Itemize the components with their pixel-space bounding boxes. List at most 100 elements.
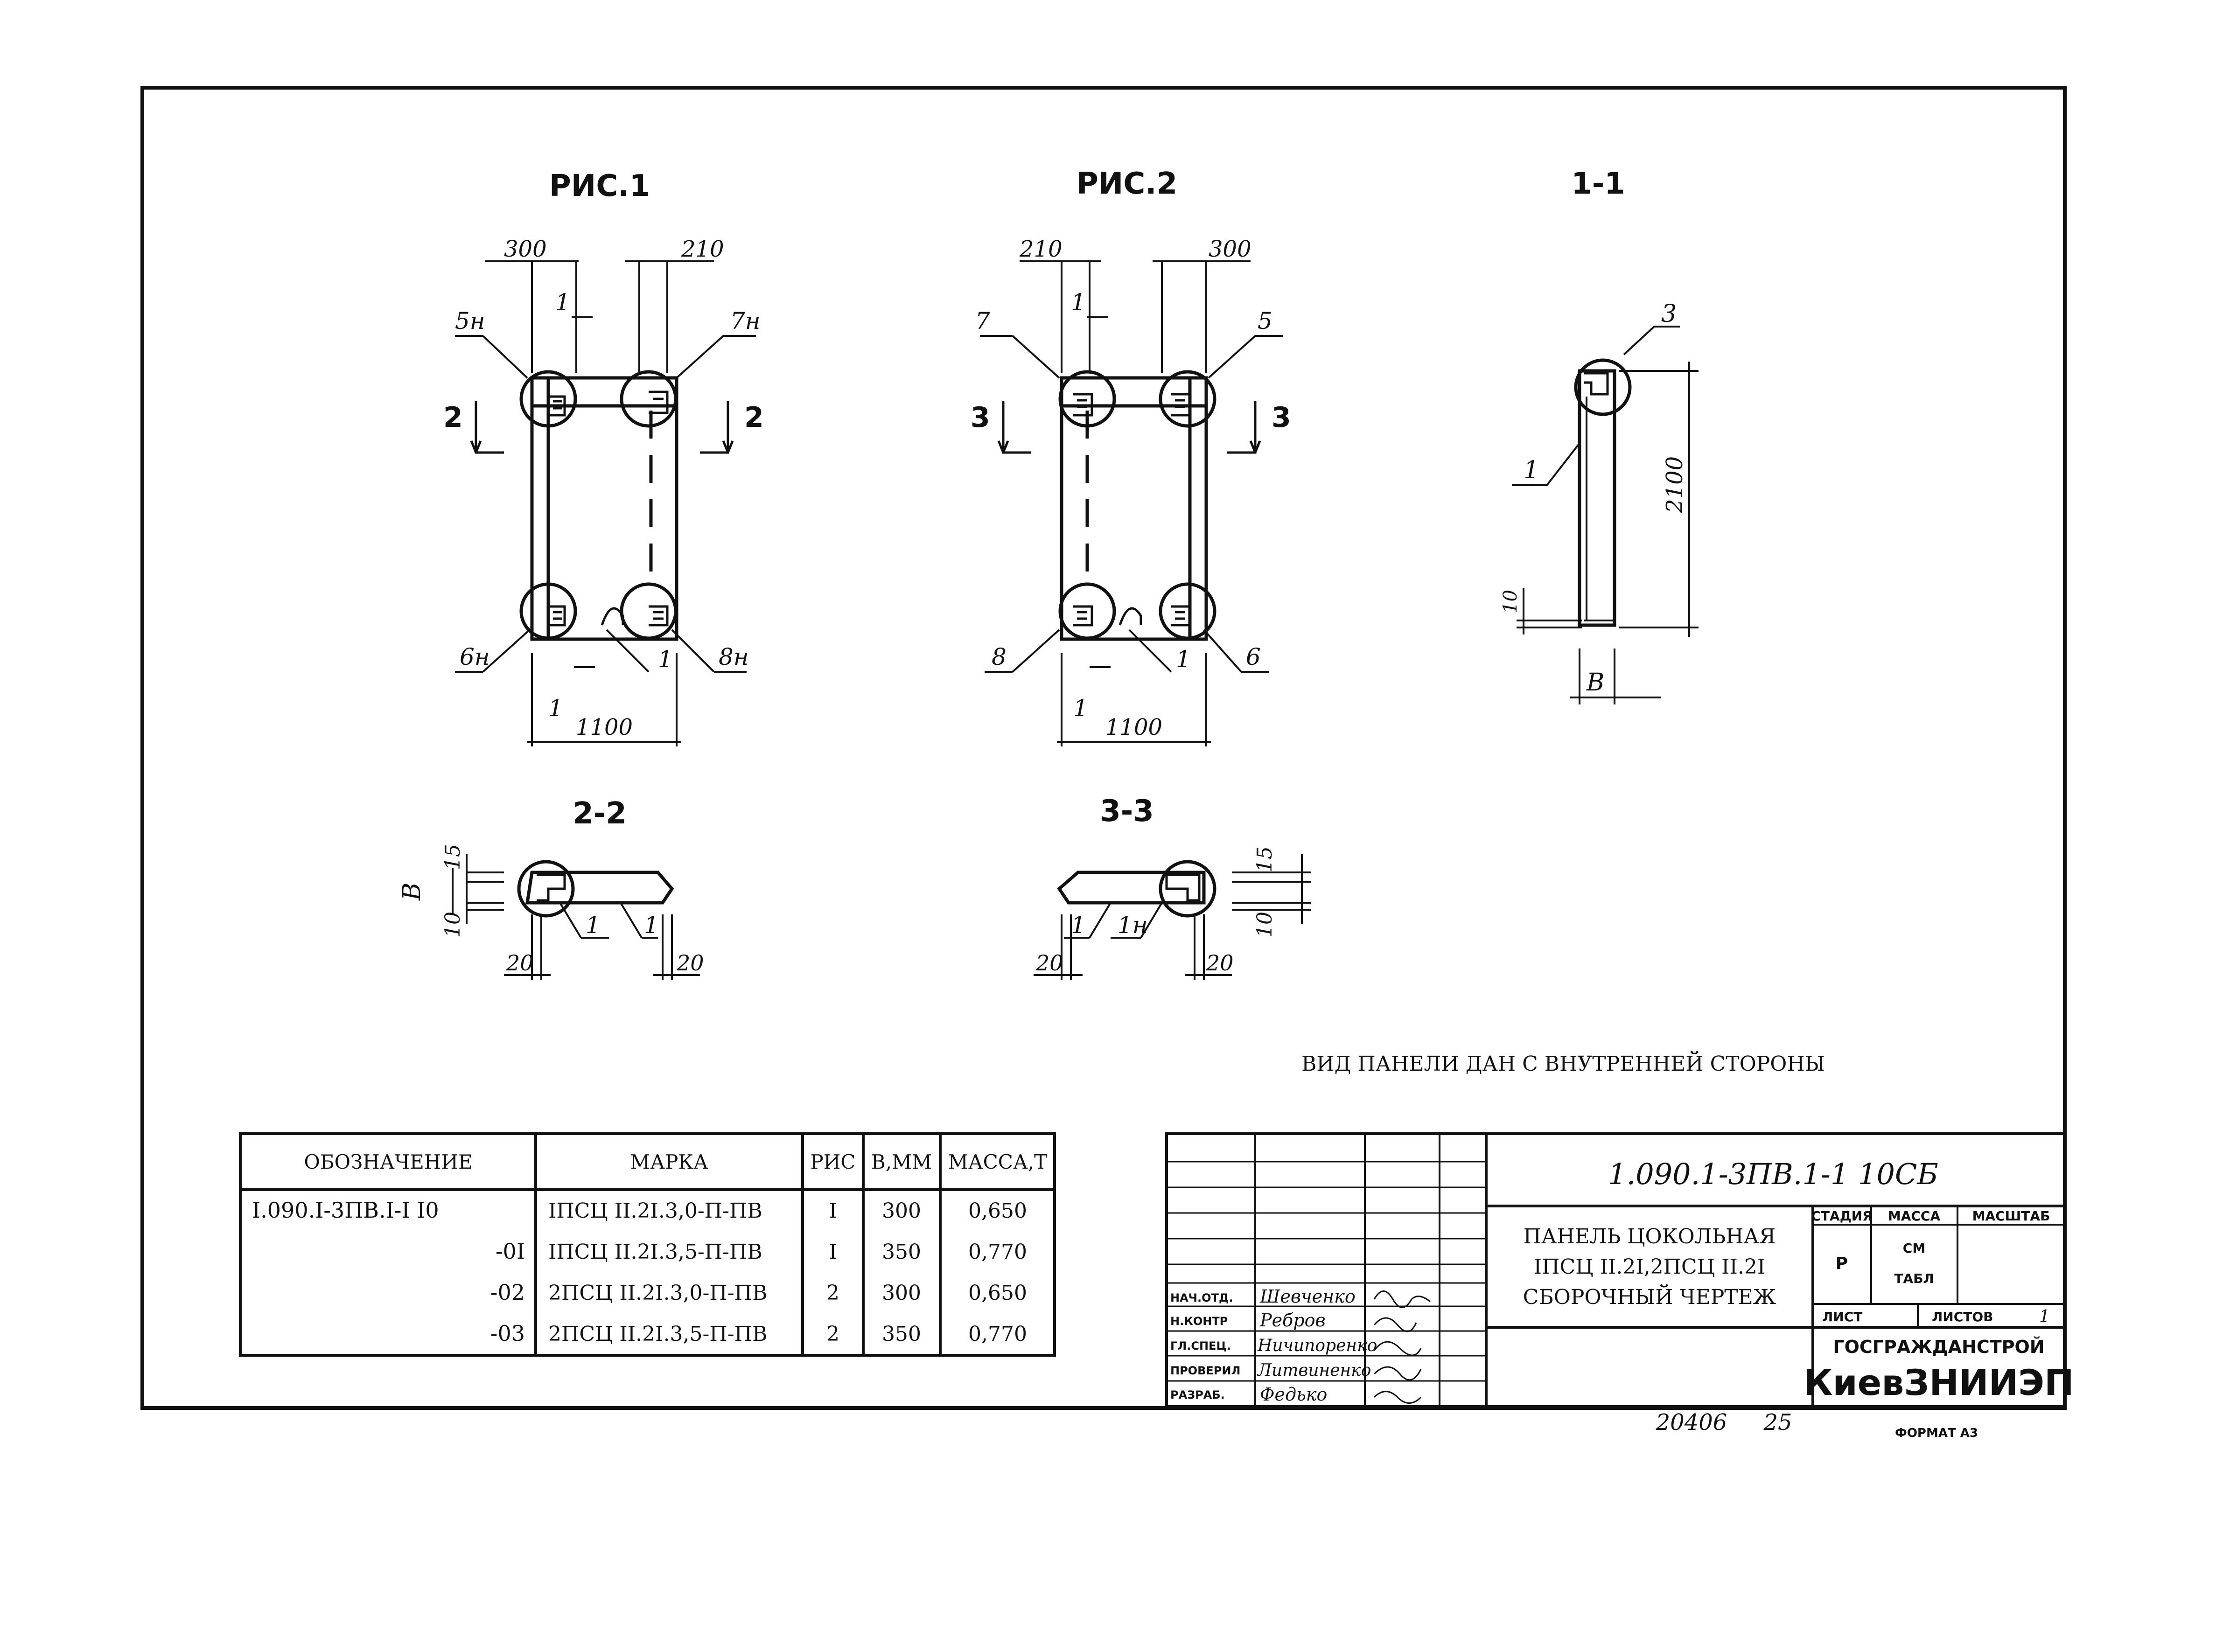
fig1-section-left: 2 bbox=[443, 401, 463, 434]
fig1-callout-tr: 7н bbox=[730, 307, 761, 335]
sec33-dim-t10: 10 bbox=[1253, 912, 1277, 938]
footer-format: ФОРМАТ А3 bbox=[1895, 1426, 1978, 1440]
spec-header-designation: ОБОЗНАЧЕНИЕ bbox=[304, 1150, 472, 1173]
sec22-dim-t10: 10 bbox=[441, 912, 465, 938]
spec-header-mark: МАРКА bbox=[630, 1150, 708, 1173]
spec-row-2-designation: -0I bbox=[496, 1239, 525, 1264]
role-1: НАЧ.ОТД. bbox=[1170, 1291, 1233, 1304]
spec-header-b: В,ММ bbox=[871, 1150, 932, 1173]
fig2-section-right: 3 bbox=[1272, 401, 1291, 434]
fig2-callout-tr: 5 bbox=[1258, 307, 1272, 335]
spec-row-2-fig: I bbox=[829, 1240, 837, 1264]
spec-row-3-mass: 0,650 bbox=[968, 1281, 1027, 1305]
spec-row-4-mass: 0,770 bbox=[968, 1322, 1027, 1346]
fig2-dim-right-top: 300 bbox=[1209, 236, 1251, 262]
section-2-2: 2-2 В 15 10 20 20 1 1 bbox=[398, 796, 704, 980]
mass-header: МАССА bbox=[1888, 1208, 1941, 1224]
fig1-dim-right-top: 210 bbox=[681, 236, 724, 262]
name-3: Ничипоренко bbox=[1257, 1336, 1377, 1355]
sec11-dim-bottom: 10 bbox=[1500, 590, 1521, 613]
sheets-value: 1 bbox=[2039, 1307, 2050, 1326]
fig1-callout-tl: 5н bbox=[455, 307, 485, 335]
sec33-dim-left20: 20 bbox=[1035, 950, 1063, 976]
spec-row-1-mass: 0,650 bbox=[968, 1199, 1027, 1223]
name-1: Шевченко bbox=[1259, 1286, 1356, 1307]
stage-header: СТАДИЯ bbox=[1811, 1208, 1872, 1224]
spec-row-1-fig: I bbox=[829, 1199, 837, 1223]
drawing-code: 1.090.1-3ПВ.1-1 10СБ bbox=[1608, 1157, 1938, 1191]
spec-row-3-b: 300 bbox=[882, 1281, 921, 1305]
sec33-callout-a: 1 bbox=[1071, 912, 1086, 939]
role-5: РАЗРАБ. bbox=[1170, 1388, 1225, 1401]
sec33-dim-right20: 20 bbox=[1206, 950, 1234, 976]
stage-value: Р bbox=[1836, 1254, 1848, 1273]
section-1-1: 1-1 3 1 2100 10 В bbox=[1500, 167, 1699, 704]
spec-row-3-fig: 2 bbox=[826, 1281, 839, 1305]
sheet-label: ЛИСТ bbox=[1822, 1309, 1862, 1324]
org-line-1: ГОСГРАЖДАНСТРОЙ bbox=[1833, 1337, 2044, 1357]
fig1-dim-left-top: 300 bbox=[504, 236, 547, 262]
title-block: 1.090.1-3ПВ.1-1 10СБ ПАНЕЛЬ ЦОКОЛЬНАЯ IП… bbox=[1165, 1132, 2074, 1408]
fig2-callout-bl: 8 bbox=[992, 643, 1007, 670]
fig2-callout-br: 6 bbox=[1246, 643, 1261, 670]
fig2-dim-left-top: 210 bbox=[1019, 236, 1063, 262]
role-3: ГЛ.СПЕЦ. bbox=[1170, 1339, 1231, 1352]
sec22-dim-left20: 20 bbox=[506, 950, 534, 976]
name-5: Федько bbox=[1260, 1384, 1327, 1405]
spec-row-2-mass: 0,770 bbox=[968, 1240, 1027, 1264]
section-3-3: 3-3 15 10 20 20 1 1н bbox=[1034, 794, 1311, 980]
section-1-1-title: 1-1 bbox=[1571, 167, 1625, 201]
fig2-section-top: 1 bbox=[1071, 289, 1086, 316]
footer-number: 20406 bbox=[1656, 1409, 1727, 1436]
spec-row-1-designation: I.090.I-3ПВ.I-I I0 bbox=[252, 1198, 439, 1223]
sec22-dim-t15: 15 bbox=[441, 844, 465, 870]
spec-row-4-designation: -03 bbox=[490, 1321, 525, 1346]
fig1-dim-bottom: 1100 bbox=[576, 714, 633, 740]
spec-row-1-mark: IПСЦ II.2I.3,0-П-ПВ bbox=[548, 1199, 762, 1223]
sec11-callout-side: 1 bbox=[1524, 456, 1539, 484]
signature-scribbles bbox=[1373, 1290, 1431, 1404]
fig2-callout-tl: 7 bbox=[975, 307, 990, 335]
sec22-callout-b: 1 bbox=[644, 912, 659, 939]
sec22-dim-right20: 20 bbox=[676, 950, 704, 976]
spec-row-3-designation: -02 bbox=[490, 1280, 525, 1305]
title-line-3: СБОРОЧНЫЙ ЧЕРТЕЖ bbox=[1523, 1284, 1776, 1309]
fig1-section-right: 2 bbox=[744, 401, 764, 434]
fig2-dim-bottom: 1100 bbox=[1105, 714, 1162, 740]
figure-1: РИС.1 300 210 1100 1 1 bbox=[443, 169, 764, 746]
spec-header-mass: МАССА,Т bbox=[948, 1150, 1047, 1173]
drawing-frame bbox=[140, 86, 2067, 1410]
drawing-note: ВИД ПАНЕЛИ ДАН С ВНУТРЕННЕЙ СТОРОНЫ bbox=[1301, 1051, 1825, 1076]
mass-value-1: СМ bbox=[1903, 1241, 1925, 1256]
spec-row-4-mark: 2ПСЦ II.2I.3,5-П-ПВ bbox=[548, 1322, 767, 1346]
name-2: Ребров bbox=[1259, 1310, 1326, 1331]
spec-header-fig: РИС bbox=[810, 1150, 855, 1173]
spec-row-3-mark: 2ПСЦ II.2I.3,0-П-ПВ bbox=[548, 1281, 767, 1305]
title-line-1: ПАНЕЛЬ ЦОКОЛЬНАЯ bbox=[1524, 1225, 1776, 1248]
title-line-2: IПСЦ II.2I,2ПСЦ II.2I bbox=[1534, 1255, 1765, 1279]
figure-1-panel bbox=[530, 376, 678, 641]
spec-table: ОБОЗНАЧЕНИЕ МАРКА РИС В,ММ МАССА,Т I.090… bbox=[239, 1132, 1056, 1357]
role-2: Н.КОНТР bbox=[1170, 1315, 1228, 1328]
role-4: ПРОВЕРИЛ bbox=[1170, 1364, 1240, 1377]
section-2-2-title: 2-2 bbox=[573, 796, 627, 831]
sec11-dim-width: В bbox=[1586, 669, 1604, 697]
spec-row-2-mark: IПСЦ II.2I.3,5-П-ПВ bbox=[548, 1240, 762, 1264]
figure-2-panel bbox=[1060, 376, 1208, 641]
sec11-callout-top: 3 bbox=[1661, 300, 1677, 328]
sec22-callout-a: 1 bbox=[586, 912, 601, 939]
spec-row-4-fig: 2 bbox=[826, 1322, 839, 1346]
section-3-3-title: 3-3 bbox=[1100, 794, 1154, 829]
fig2-section-bottom: 1 bbox=[1073, 695, 1088, 722]
sec11-dim-height: 2100 bbox=[1662, 456, 1688, 514]
fig1-callout-br: 8н bbox=[719, 643, 749, 670]
fig1-section-bottom: 1 bbox=[548, 695, 563, 722]
fig1-callout-mid: 1 bbox=[658, 646, 673, 673]
name-4: Литвиненко bbox=[1257, 1361, 1371, 1380]
org-line-2: КиевЗНИИЭП bbox=[1804, 1362, 2074, 1403]
sec33-callout-b: 1н bbox=[1118, 912, 1148, 939]
footer-page: 25 bbox=[1763, 1409, 1792, 1436]
spec-row-2-b: 350 bbox=[882, 1240, 921, 1264]
spec-row-1-b: 300 bbox=[882, 1199, 921, 1223]
